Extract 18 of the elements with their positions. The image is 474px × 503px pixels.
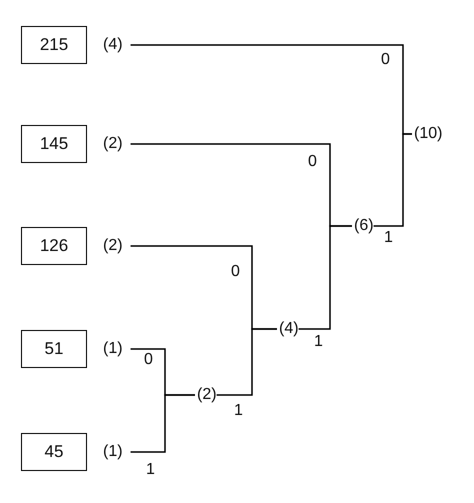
weight-label: (10) [414, 126, 442, 142]
tree-branch-line [298, 225, 352, 330]
value-box: 45 [21, 433, 87, 471]
value-box: 215 [21, 26, 87, 64]
tree-branch-line [216, 328, 277, 396]
weight-label: (1) [103, 341, 123, 357]
weight-label: (2) [103, 238, 123, 254]
weight-label: (4) [279, 321, 299, 337]
value-box: 126 [21, 227, 87, 265]
value-box: 51 [21, 330, 87, 368]
weight-label: (4) [103, 37, 123, 53]
value-box: 145 [21, 125, 87, 163]
weight-label: (6) [354, 218, 374, 234]
tree-branch-line [130, 394, 195, 453]
weight-label: (2) [197, 387, 217, 403]
tree-branch-line [374, 133, 412, 227]
weight-label: (1) [103, 444, 123, 460]
weight-label: (2) [103, 136, 123, 152]
